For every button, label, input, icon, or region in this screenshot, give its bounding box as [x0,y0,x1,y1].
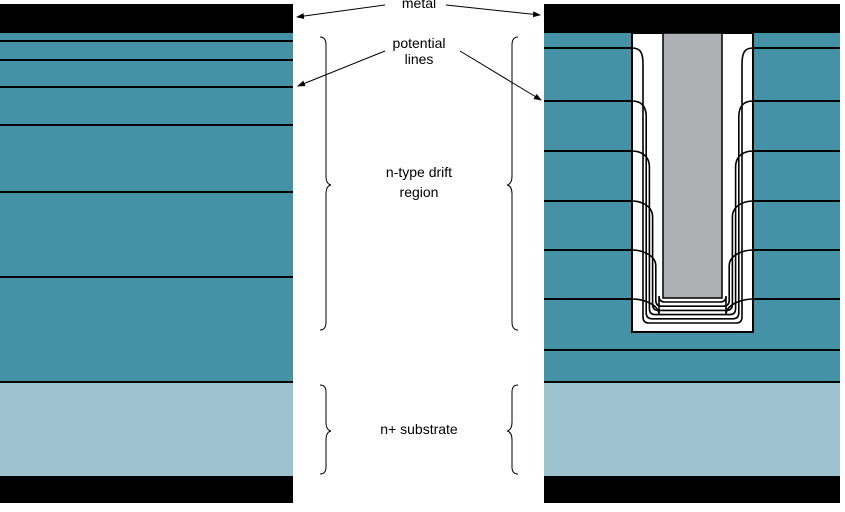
right-bottom-metal [544,476,840,503]
right-substrate [544,382,840,476]
left-drift-region [0,33,293,382]
drift-brace-left [319,36,332,331]
substrate-brace-right [506,384,519,475]
metal-arrow-right [445,4,541,18]
annotations: metal potential lines n-type drift regio… [296,0,542,475]
oxide-potential-lines [631,47,754,324]
potential-arrow-left [297,50,386,87]
drift-region-label-line2: region [400,184,439,200]
oxide-potential-line [631,100,754,320]
oxide-potential-line [631,47,754,324]
right-potential-lines [544,47,840,383]
oxide-potential-line [631,150,754,316]
drift-brace-right [506,36,519,331]
potential-arrow-right [459,50,542,101]
oxide-potential-line [631,200,754,312]
trench-electrode [662,32,723,299]
right-top-metal [544,4,840,33]
potential-lines-label-line1: potential [393,35,446,51]
left-device [0,4,293,503]
oxide-potential-line [631,295,754,316]
left-potential-lines [0,40,293,383]
substrate-brace-left [319,384,332,475]
left-bottom-metal [0,476,293,503]
left-substrate [0,382,293,476]
oxide-potential-line [631,249,754,307]
drift-region-label-line1: n-type drift [386,164,452,180]
metal-arrow-left [296,4,386,20]
metal-label: metal [402,0,436,11]
left-top-metal [0,4,293,33]
potential-lines-label-line2: lines [405,51,434,67]
right-device [544,4,840,503]
substrate-label: n+ substrate [380,421,458,437]
